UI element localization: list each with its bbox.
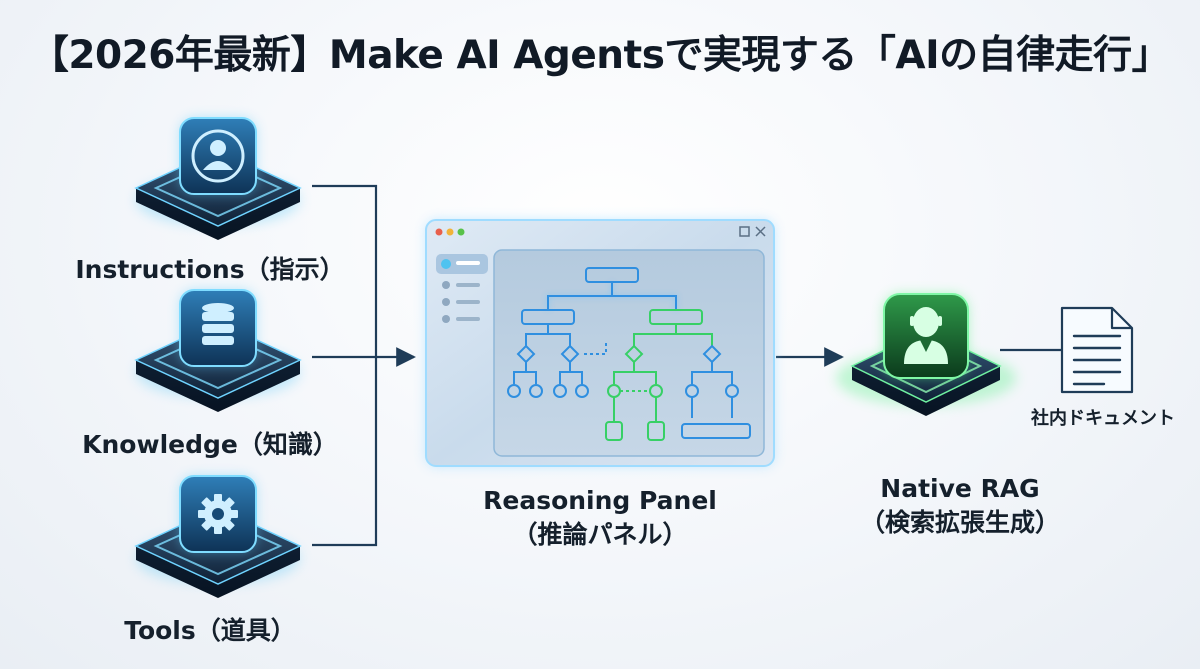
window-maximize-dot [457,228,465,236]
panel-screen [493,249,765,457]
native-rag-label-ja: （検索拡張生成） [859,508,1060,537]
bracket-line [312,184,378,547]
gear-icon [198,494,238,534]
page-title: 【2026年最新】Make AI Agentsで実現する「AIの自律走行」 [29,33,1171,78]
native-rag-label: Native RAG （検索拡張生成） [800,472,1120,540]
reasoning-panel-window [425,219,775,467]
tools-node [134,475,302,598]
document-label: 社内ドキュメント [1031,408,1175,429]
native-rag-node [836,293,1016,416]
instructions-node [134,117,302,240]
reasoning-panel-label: Reasoning Panel （推論パネル） [430,484,770,552]
knowledge-node [134,289,302,412]
user-profile-icon [191,129,245,183]
knowledge-label: Knowledge（知識） [82,430,338,459]
agent-person-icon [904,307,948,364]
tools-label: Tools（道具） [124,616,296,645]
instructions-label: Instructions（指示） [75,255,345,284]
connector-lines [312,184,1062,547]
reasoning-panel-label-ja: （推論パネル） [512,520,688,549]
window-control-icons [739,226,766,237]
database-icon [202,303,234,345]
document-icon [1060,306,1134,394]
reasoning-panel-label-en: Reasoning Panel [483,486,717,515]
window-close-dot [435,228,443,236]
panel-sidebar [436,254,488,323]
native-rag-label-en: Native RAG [880,474,1040,503]
flowchart-icon [507,267,751,441]
window-minimize-dot [446,228,454,236]
